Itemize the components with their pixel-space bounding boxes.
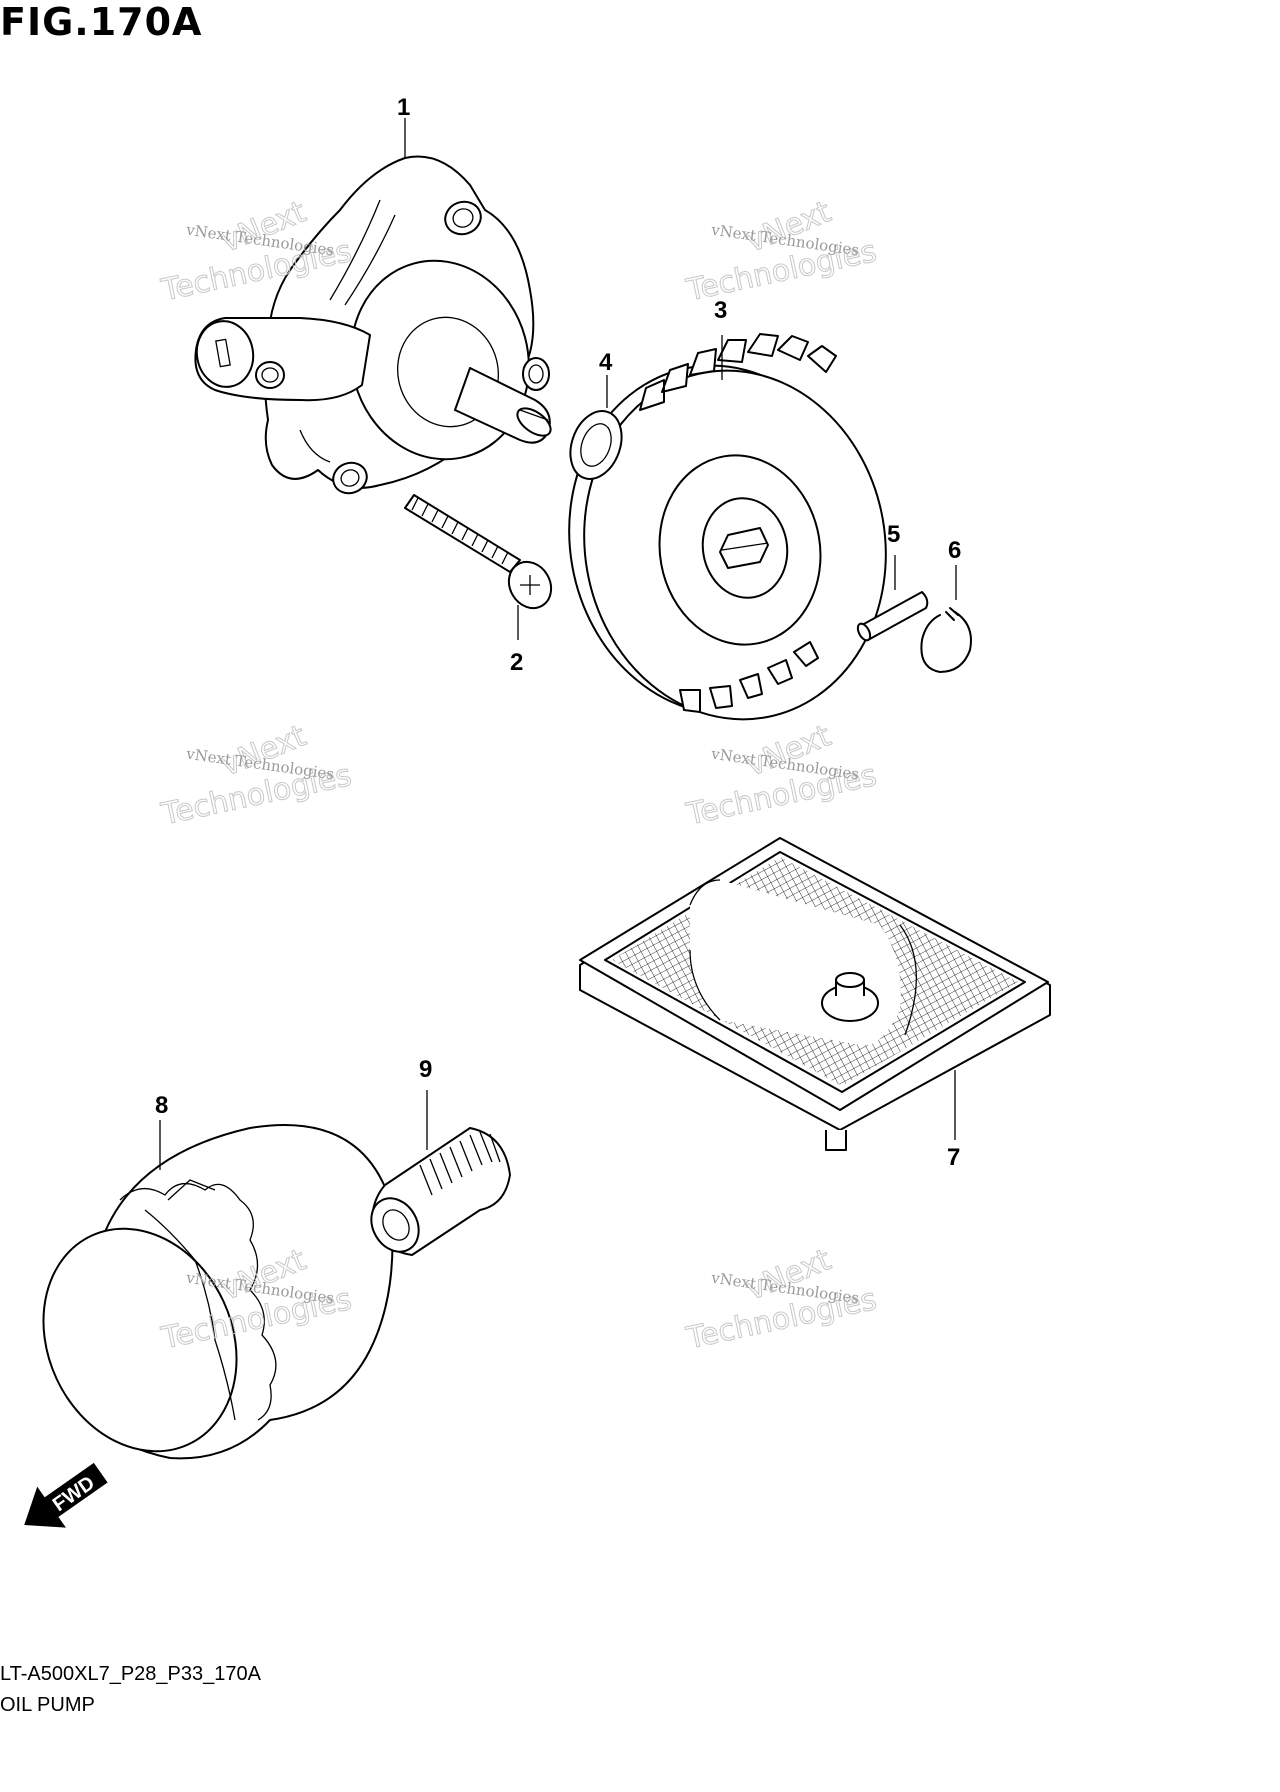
washer bbox=[569, 375, 623, 480]
watermark-top-right: vNext Technologies vNext Technologies bbox=[682, 194, 880, 309]
callout-9: 9 bbox=[419, 1056, 432, 1083]
oil-pump-body bbox=[194, 118, 552, 495]
callout-2: 2 bbox=[510, 649, 523, 676]
callout-7: 7 bbox=[947, 1144, 960, 1171]
watermark-bottom-right: vNext Technologies vNext Technologies bbox=[682, 1242, 880, 1357]
callout-4: 4 bbox=[599, 349, 613, 376]
watermark-mid-right: vNext Technologies vNext Technologies bbox=[682, 718, 880, 833]
callout-8: 8 bbox=[155, 1092, 168, 1119]
callout-5: 5 bbox=[887, 521, 900, 548]
watermark-mid-left: vNext Technologies vNext Technologies bbox=[157, 718, 355, 833]
bolt bbox=[404, 494, 553, 640]
circlip bbox=[920, 565, 972, 673]
fwd-arrow-icon: FWD bbox=[24, 1462, 108, 1528]
callout-3: 3 bbox=[714, 297, 727, 324]
diagram-code: LT-A500XL7_P28_P33_170A bbox=[0, 1663, 261, 1685]
callout-6: 6 bbox=[948, 537, 961, 564]
callout-1: 1 bbox=[397, 94, 410, 121]
union-bolt bbox=[370, 1090, 511, 1256]
figure-title: FIG.170A bbox=[0, 0, 203, 44]
oil-strainer bbox=[579, 837, 1051, 1151]
pin bbox=[856, 555, 929, 642]
pump-driven-gear bbox=[568, 333, 887, 721]
diagram-name: OIL PUMP bbox=[0, 1694, 95, 1716]
oil-filter bbox=[42, 1120, 394, 1460]
